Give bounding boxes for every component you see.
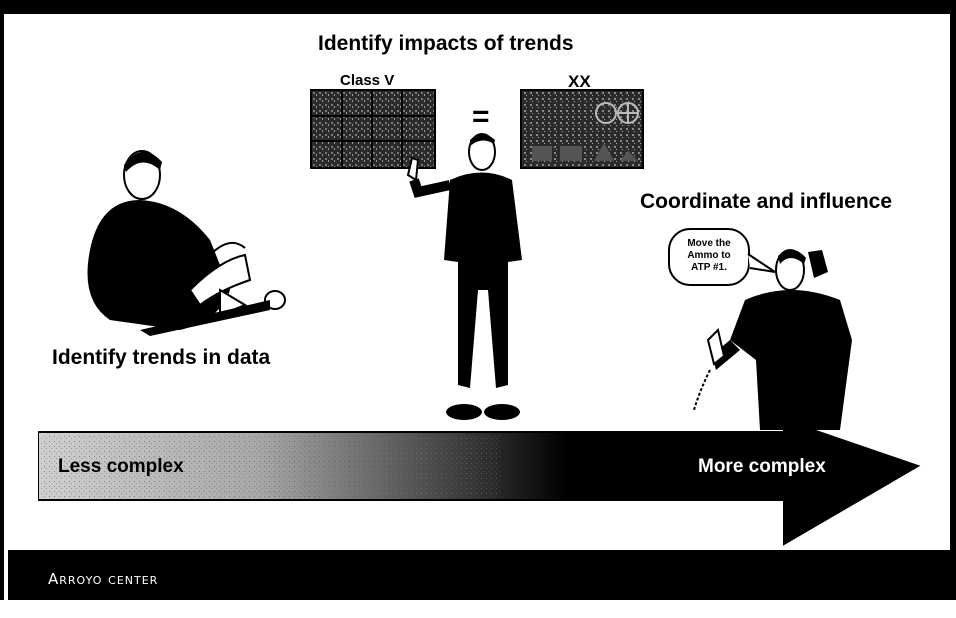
less-complex-label: Less complex: [58, 456, 184, 477]
class-v-screen: [310, 89, 436, 169]
coordinate-caption: Coordinate and influence: [640, 190, 893, 213]
presenter-figure-icon: [406, 133, 522, 420]
caller-figure-icon: [693, 249, 852, 430]
xx-symbols-icon: [522, 91, 642, 167]
top-border: [0, 0, 956, 14]
complexity-arrow-icon: [38, 420, 921, 546]
xx-screen: [520, 89, 644, 169]
class-v-label: Class V: [340, 72, 395, 89]
bubble-line-1: Move the: [687, 238, 731, 249]
class-v-grid-icon: [312, 91, 434, 167]
bubble-line-2: Ammo to: [687, 250, 731, 261]
footer-bar: [8, 550, 956, 600]
right-border: [950, 0, 956, 600]
bubble-tail-icon: [747, 253, 776, 273]
xx-label: XX: [568, 72, 591, 91]
analyst-figure-icon: [87, 150, 286, 336]
bubble-line-3: ATP #1.: [691, 262, 727, 273]
footer-label: Arroyo center: [48, 570, 159, 588]
equals-sign: =: [472, 100, 490, 133]
impacts-title: Identify impacts of trends: [318, 32, 574, 55]
left-border: [0, 0, 4, 600]
speech-bubble: Move the Ammo to ATP #1.: [668, 228, 750, 286]
more-complex-label: More complex: [698, 456, 826, 477]
trends-caption: Identify trends in data: [52, 346, 271, 369]
